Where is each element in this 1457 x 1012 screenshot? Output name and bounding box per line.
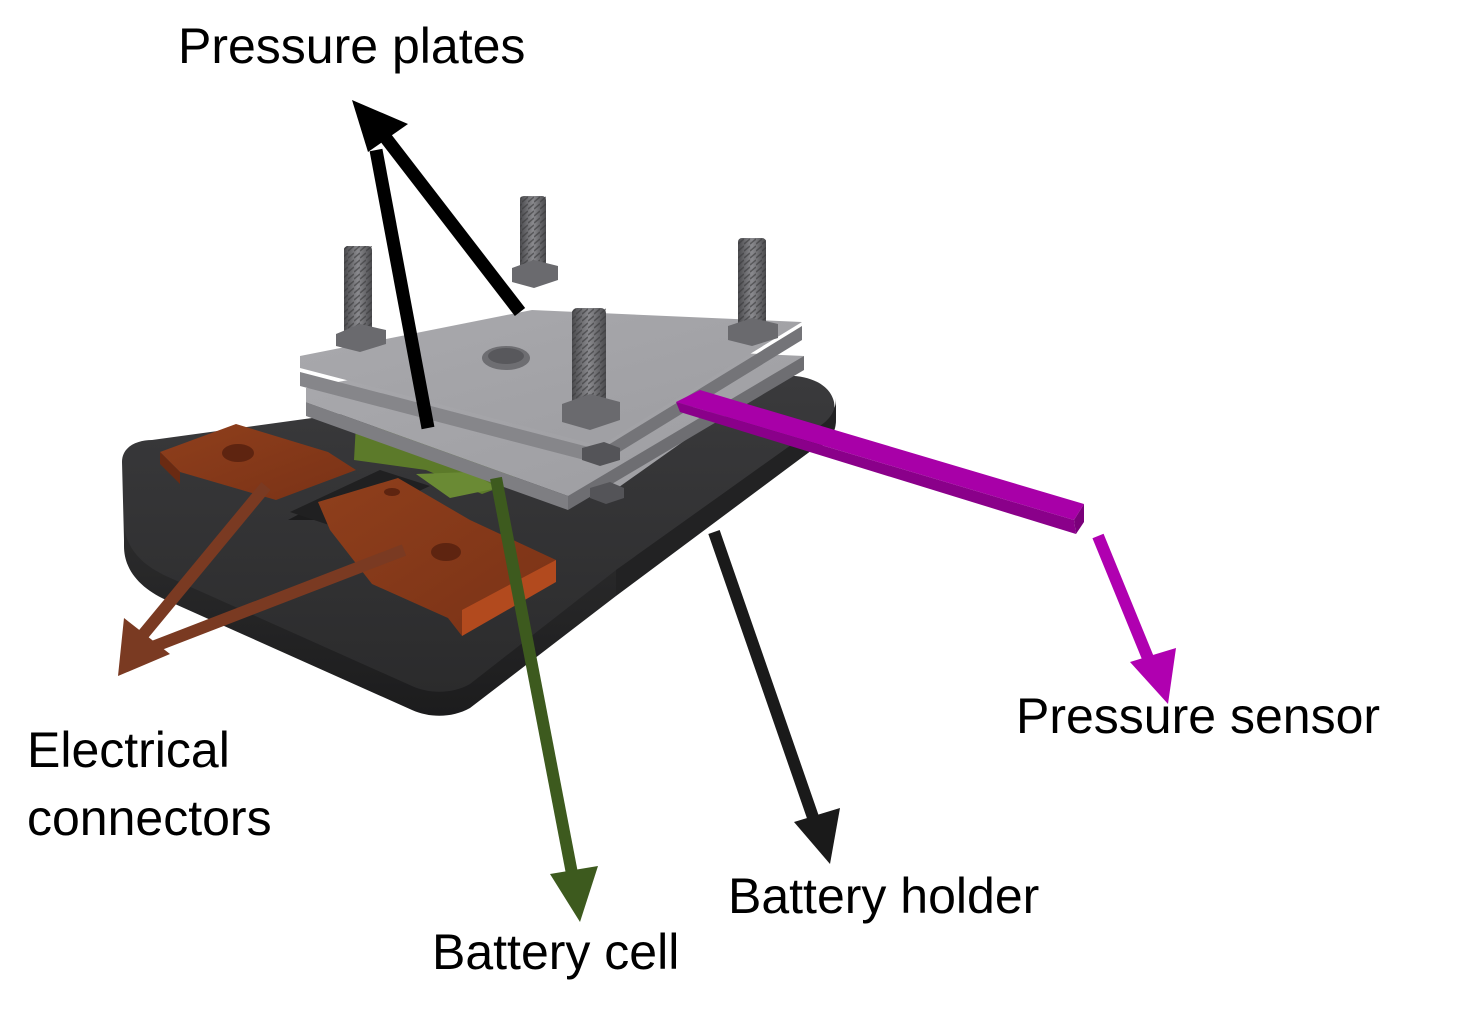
battery-cell-label: Battery cell: [432, 924, 680, 980]
electrical-connectors-arrows: [118, 482, 407, 676]
pressure-plates-label: Pressure plates: [178, 18, 526, 74]
battery-holder-label: Battery holder: [728, 868, 1040, 924]
electrical-connectors: [160, 424, 556, 636]
battery-cell-arrow: [490, 476, 598, 922]
battery-holder-arrow: [708, 530, 840, 864]
pressure-plates-arrows: [352, 100, 526, 430]
electrical-connectors-label: Electrical connectors: [27, 716, 347, 852]
pressure-sensor-label: Pressure sensor: [1016, 688, 1381, 744]
pressure-sensor-arrow: [1092, 533, 1176, 704]
pressure-sensor-strip: [676, 390, 1084, 534]
bolts: [336, 196, 778, 504]
electrical-connectors-label-line2: connectors: [27, 790, 272, 846]
electrical-connectors-label-line1: Electrical: [27, 722, 230, 778]
